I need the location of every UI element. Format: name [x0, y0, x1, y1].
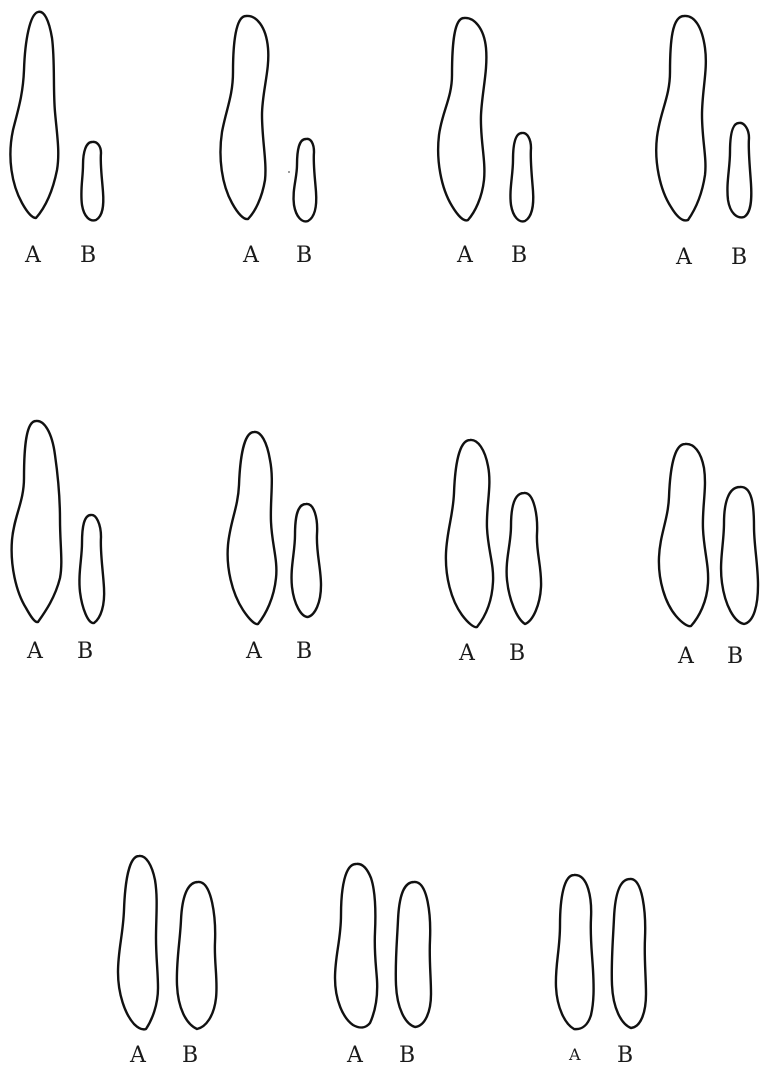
label-a: A — [129, 1043, 147, 1068]
outline-pair-2: A B — [220, 16, 316, 268]
label-a: A — [24, 243, 42, 268]
stray-dot — [288, 171, 290, 173]
label-b: B — [77, 639, 93, 664]
outline-a — [335, 864, 377, 1028]
label-b: B — [727, 644, 743, 669]
label-b: B — [617, 1043, 633, 1068]
outline-a — [446, 440, 493, 627]
outline-pair-3: A B — [438, 18, 533, 268]
label-a: A — [458, 641, 476, 666]
label-b: B — [731, 245, 747, 270]
outline-a — [10, 12, 58, 218]
outline-b — [177, 882, 217, 1029]
label-a: A — [245, 639, 263, 664]
outline-b — [79, 515, 104, 623]
outline-b — [396, 882, 431, 1027]
outline-b — [510, 133, 533, 221]
outline-a — [118, 856, 158, 1029]
outline-pair-8: A B — [659, 444, 758, 669]
outline-b — [721, 487, 758, 624]
label-a: A — [346, 1043, 364, 1068]
label-a: A — [675, 245, 693, 270]
label-a: A — [242, 243, 260, 268]
outline-b — [81, 142, 103, 221]
label-a: A — [456, 243, 474, 268]
outline-b — [507, 493, 542, 624]
outline-pair-1: A B — [10, 12, 103, 268]
outline-a — [659, 444, 708, 626]
label-a: A — [677, 644, 695, 669]
outline-b — [612, 879, 646, 1028]
outline-a — [12, 421, 62, 622]
outline-b — [294, 139, 317, 221]
outline-a — [556, 875, 594, 1029]
label-b: B — [182, 1043, 198, 1068]
label-b: B — [80, 243, 96, 268]
outline-a — [438, 18, 486, 220]
outline-b — [727, 123, 751, 217]
label-b: B — [511, 243, 527, 268]
outline-pair-5: A B — [12, 421, 105, 664]
label-b: B — [296, 639, 312, 664]
label-b: B — [399, 1043, 415, 1068]
outline-pair-4: A B — [656, 16, 751, 270]
outline-pair-7: A B — [446, 440, 541, 666]
label-b: B — [296, 243, 312, 268]
outline-pair-11: A B — [556, 875, 646, 1068]
outline-a — [220, 16, 268, 219]
outline-pair-10: A B — [335, 864, 431, 1068]
outline-pair-9: A B — [118, 856, 217, 1068]
outline-a — [228, 432, 277, 624]
outline-b — [292, 504, 321, 617]
outline-pair-6: A B — [228, 432, 321, 664]
label-a: A — [26, 639, 44, 664]
label-b: B — [509, 641, 525, 666]
label-a: A — [568, 1045, 581, 1064]
outline-a — [656, 16, 706, 220]
